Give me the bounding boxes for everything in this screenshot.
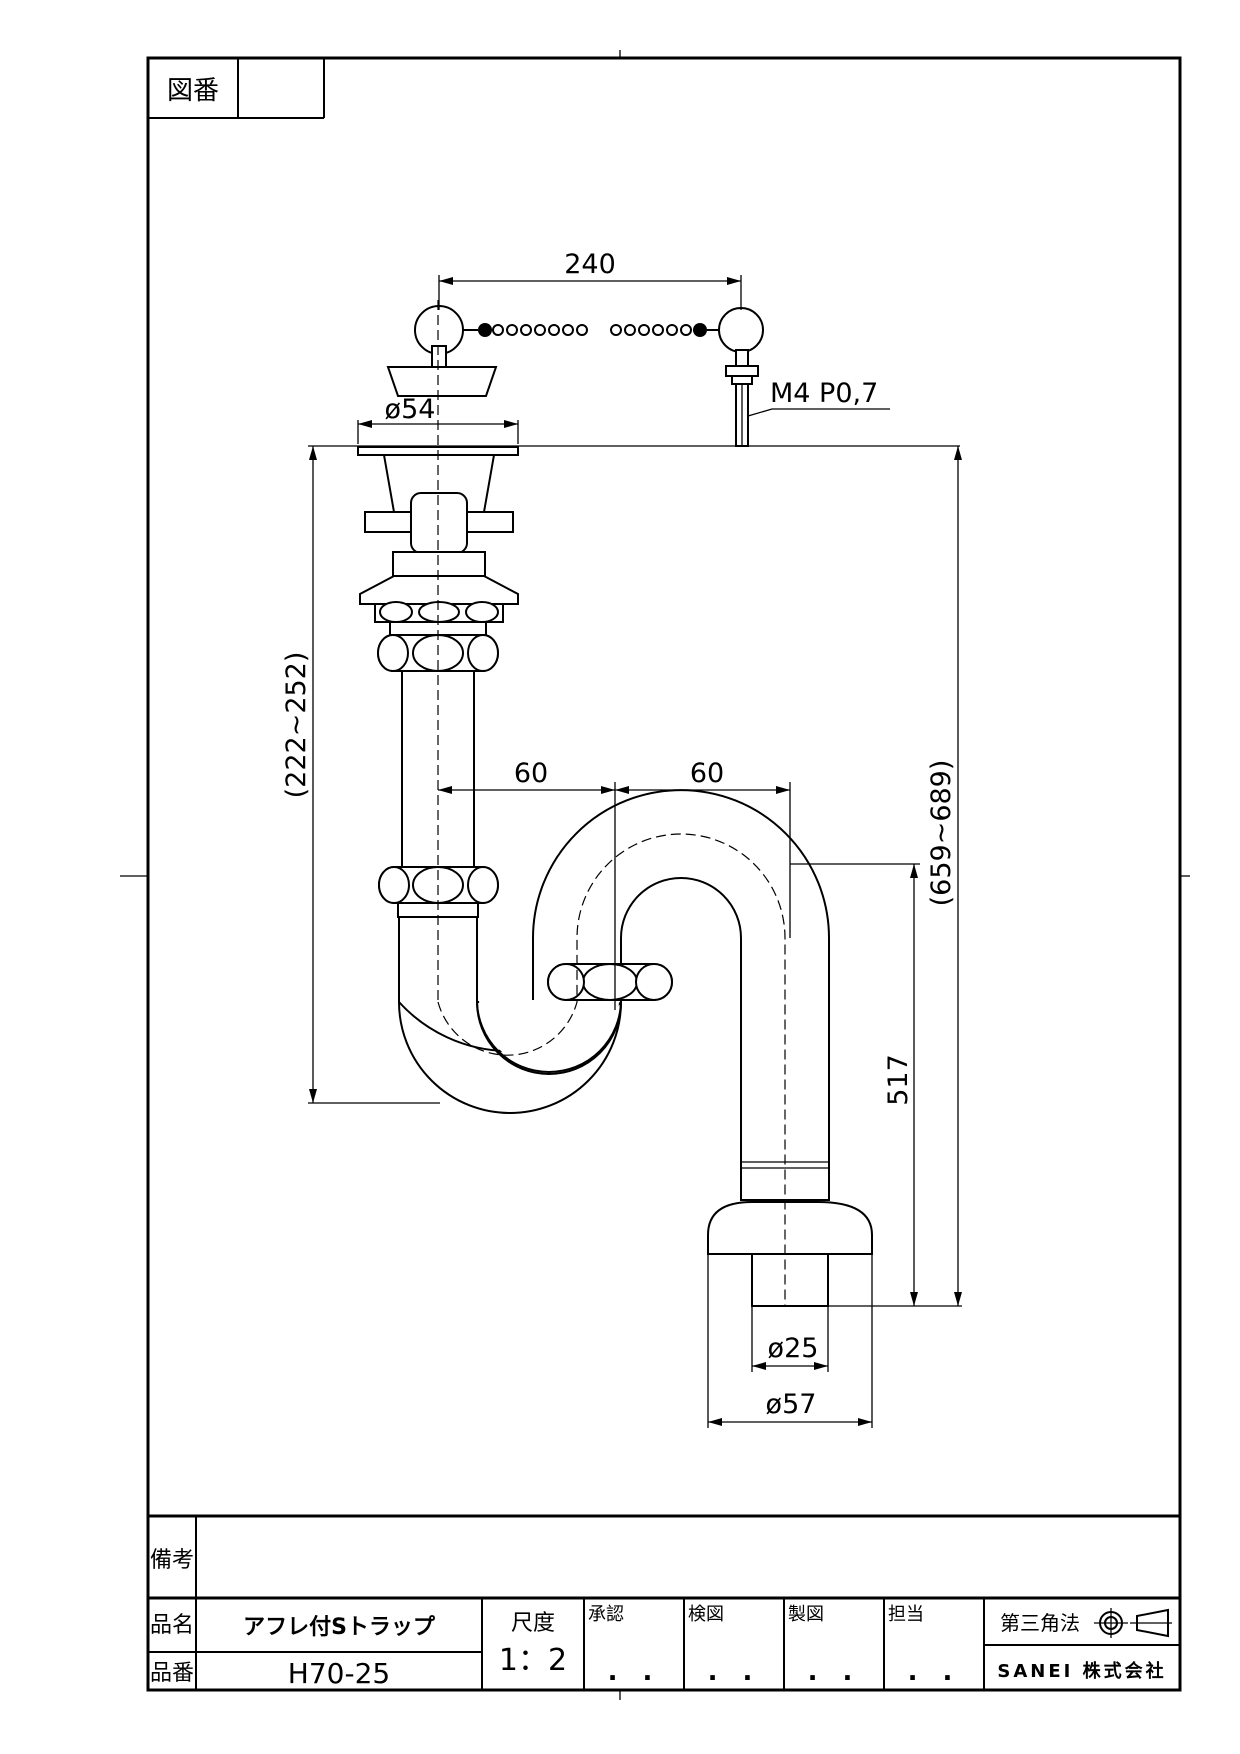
approved-label: 承認 [588,1604,624,1625]
scale-value: 1：2 [499,1643,567,1678]
projection-label: 第三角法 [1000,1611,1080,1635]
checked-label: 検図 [688,1604,724,1625]
drawing-number-box: 図番 [148,58,325,119]
drawing-border [146,56,1182,1692]
dim-flange-dia: ø57 [766,1389,817,1420]
dim-outlet-height: 517 [883,1054,914,1106]
rubber-stopper [386,345,498,397]
product-number-label: 品番 [150,1661,194,1686]
middle-nut [378,866,499,918]
dim-chain-span: 240 [564,249,616,280]
dim-tailpiece-height: (222~252) [281,652,312,799]
drawn-date: . . [808,1657,861,1687]
stopper-chain [414,305,764,355]
drawn-label: 製図 [788,1604,824,1625]
wall-flange [707,1201,873,1307]
dim-offset-left: 60 [514,758,548,789]
s-trap-body [357,300,873,1307]
title-block: 備考 品名 アフレ付Sトラップ 品番 H70-25 尺度 1：2 承認 検図 製… [148,1514,1180,1690]
dim-total-height: (659~689) [926,760,957,907]
person-label: 担当 [888,1604,924,1625]
checked-date: . . [708,1657,761,1687]
approved-date: . . [608,1657,661,1687]
company-name: SANEI 株式会社 [997,1660,1166,1682]
dim-pipe-dia: ø25 [768,1333,819,1364]
person-date: . . [908,1657,961,1687]
third-angle-projection-icon [1094,1608,1172,1638]
product-name-label: 品名 [150,1613,194,1638]
dimension-labels: 240 ø54 M4 P0,7 (222~252) (659~689) 60 6… [281,249,957,1420]
scale-label: 尺度 [511,1611,555,1636]
union-nut [547,963,673,1001]
dimension-lines [308,275,962,1428]
product-name: アフレ付Sトラップ [243,1615,436,1640]
remarks-label: 備考 [150,1548,194,1573]
dim-offset-right: 60 [690,758,724,789]
dim-thread: M4 P0,7 [770,378,878,409]
chain-bracket-bolt [725,349,759,447]
dim-stopper-dia: ø54 [385,394,436,425]
center-lines [437,300,786,1306]
drawing-number-label: 図番 [167,76,219,106]
product-number: H70-25 [288,1657,390,1690]
drain-head [357,446,519,623]
